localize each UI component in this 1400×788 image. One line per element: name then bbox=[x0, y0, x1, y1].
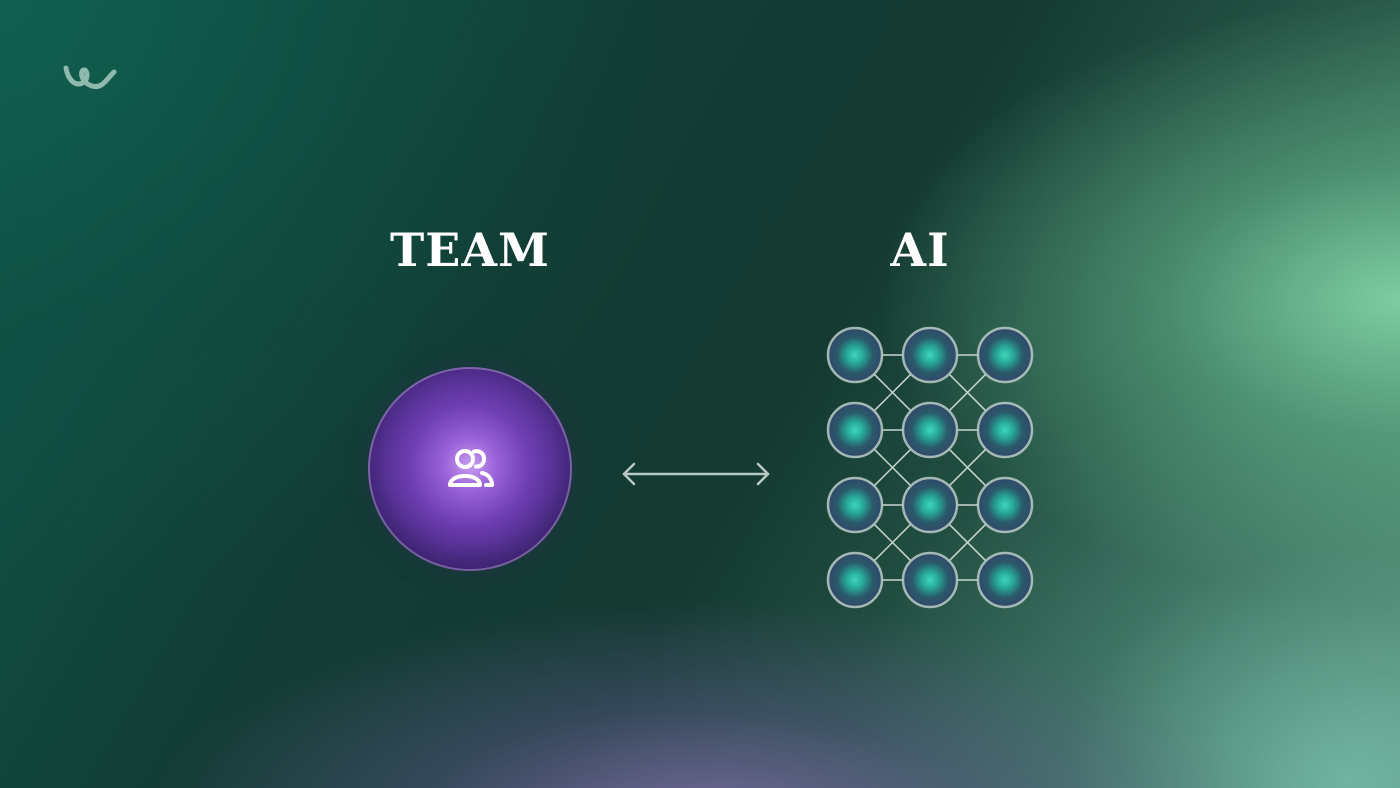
team-orb bbox=[368, 367, 572, 571]
network-node bbox=[901, 401, 959, 459]
network-edge bbox=[948, 523, 987, 562]
network-nodes bbox=[826, 326, 1034, 609]
network-edge bbox=[948, 373, 987, 412]
network-node bbox=[976, 476, 1034, 534]
network-node bbox=[901, 551, 959, 609]
network-node bbox=[976, 326, 1034, 384]
network-node bbox=[976, 551, 1034, 609]
double-arrow-icon bbox=[622, 462, 770, 486]
network-edge bbox=[873, 373, 912, 412]
network-edge bbox=[873, 523, 912, 562]
network-edge bbox=[873, 448, 912, 487]
network-node bbox=[826, 401, 884, 459]
network-node bbox=[826, 476, 884, 534]
network-edge bbox=[948, 448, 987, 487]
team-heading: TEAM bbox=[390, 223, 550, 277]
network-node bbox=[976, 401, 1034, 459]
network-node bbox=[826, 551, 884, 609]
network-node bbox=[901, 476, 959, 534]
network-edges bbox=[873, 354, 987, 581]
neural-network-icon bbox=[826, 326, 1034, 609]
ai-heading: AI bbox=[890, 223, 950, 277]
logo-icon bbox=[63, 65, 117, 90]
network-node bbox=[826, 326, 884, 384]
people-icon bbox=[448, 449, 494, 487]
network-node bbox=[901, 326, 959, 384]
